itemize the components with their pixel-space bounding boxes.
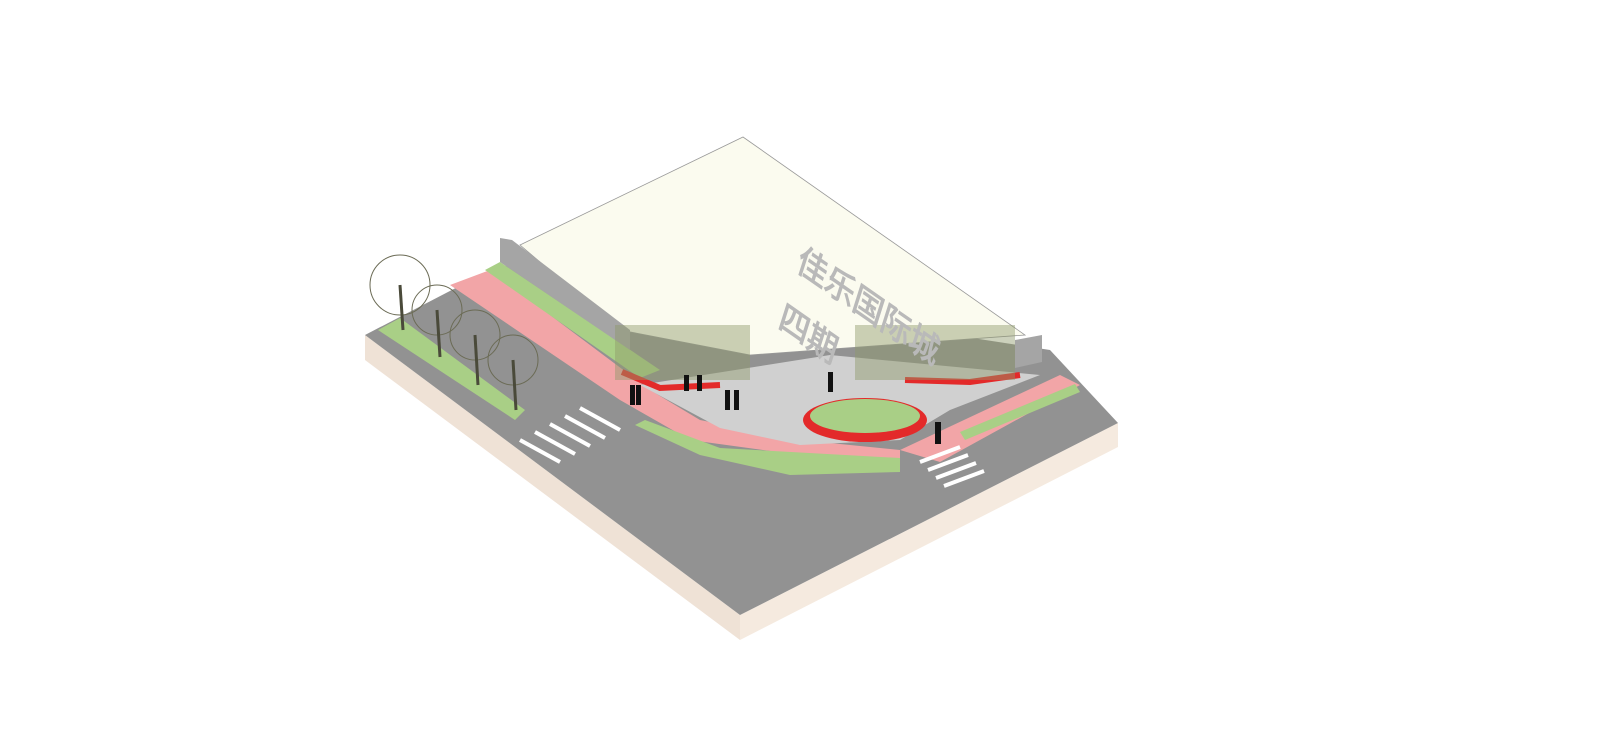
boundary-wall-left	[500, 238, 630, 350]
slab-right-side	[740, 423, 1118, 640]
crosswalk-right	[919, 445, 985, 488]
crosswalk-left	[519, 406, 621, 464]
boundary-wall-right	[1015, 335, 1042, 368]
sidewalk-left	[450, 270, 900, 462]
grass-strip-back	[485, 262, 660, 378]
planter-island-grass	[810, 399, 920, 433]
bamboo-grove-left	[615, 325, 750, 380]
trees	[369, 254, 539, 411]
grass-strip-front	[635, 420, 900, 475]
grass-strip-right	[960, 384, 1080, 440]
red-bench-right	[904, 372, 1021, 386]
pedestrians	[630, 372, 941, 444]
sidewalk-right	[900, 375, 1080, 462]
bamboo-grove-right	[855, 325, 1015, 380]
slab-left-side	[365, 335, 740, 640]
grass-strip-left	[378, 318, 525, 420]
